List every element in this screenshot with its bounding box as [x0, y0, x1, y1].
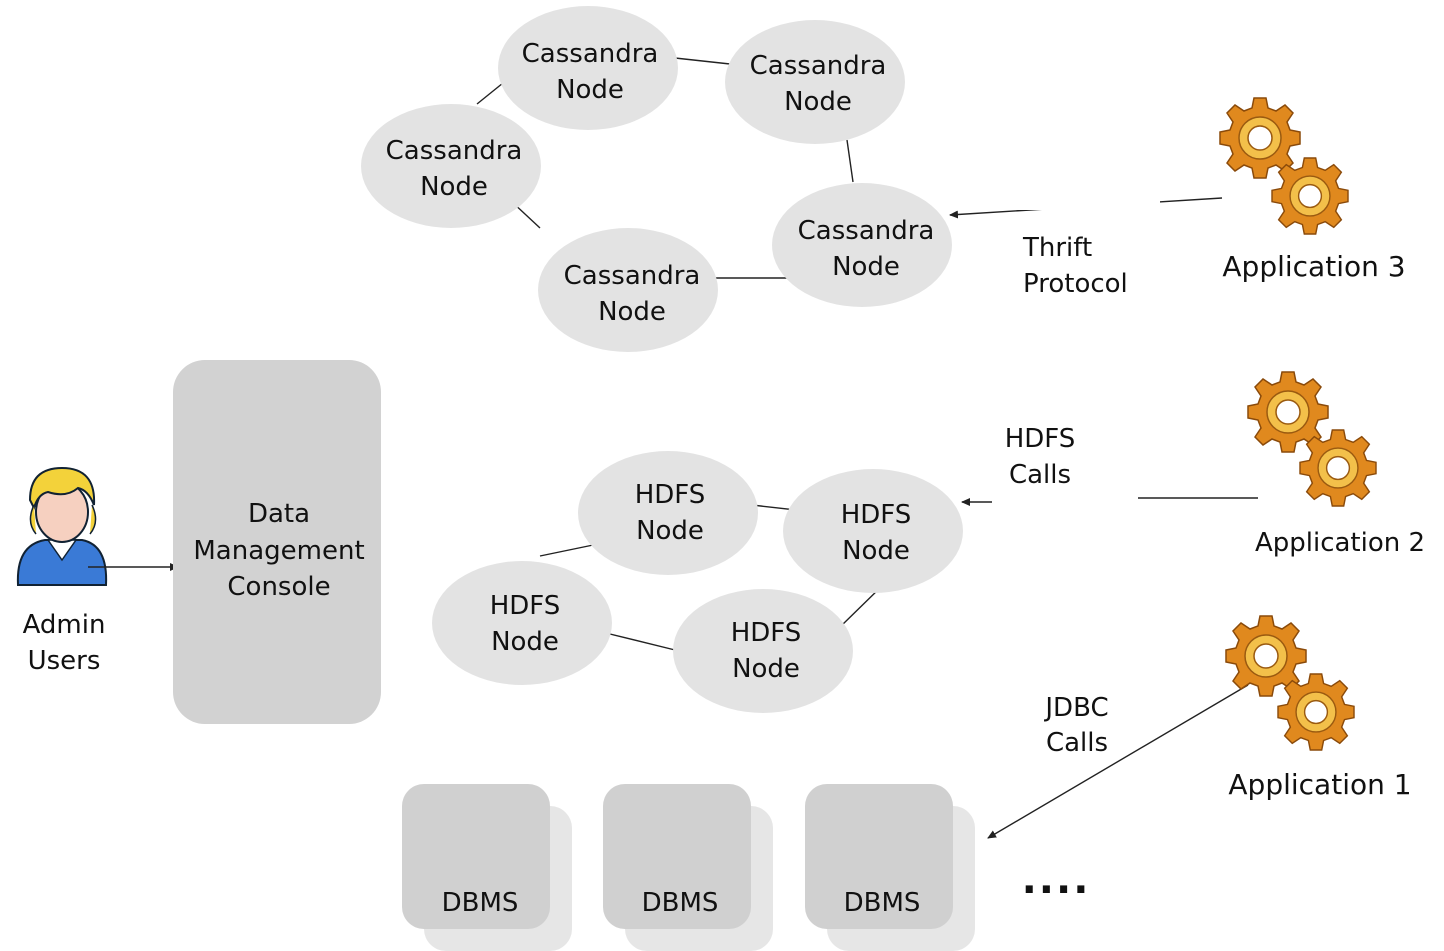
cassandra-node-2-line1: Cassandra: [750, 51, 887, 81]
console-label-line2: Management: [193, 536, 364, 566]
cassandra-node-3-line1: Cassandra: [386, 136, 523, 166]
application-3-gears-icon: [1219, 97, 1349, 235]
cassandra-node-1-line1: Cassandra: [522, 39, 659, 69]
cassandra-node-5-line2: Node: [598, 297, 666, 327]
dbms-stack-2: DBMS: [603, 784, 773, 951]
jdbc-label-line1: JDBC: [1043, 693, 1108, 723]
edge-h1-h3: [539, 543, 599, 557]
dbms-2-label: DBMS: [642, 888, 719, 918]
thrift-arrow-gap: [1010, 196, 1160, 210]
application-3-label: Application 3: [1222, 250, 1405, 283]
cassandra-node-3-line2: Node: [420, 172, 488, 202]
cassandra-node-2-line2: Node: [784, 87, 852, 117]
dbms-3-label: DBMS: [844, 888, 921, 918]
edge-c1-c2: [674, 57, 731, 65]
hdfs-node-2-line2: Node: [842, 536, 910, 566]
hdfs-node-1-line1: HDFS: [635, 480, 706, 510]
edge-c2-c4: [846, 139, 854, 183]
console-label-line1: Data: [248, 499, 310, 529]
hdfs-node-3-line1: HDFS: [490, 591, 561, 621]
cassandra-node-3: Cassandra Node: [361, 104, 541, 228]
application-2-label: Application 2: [1255, 528, 1425, 558]
cassandra-node-4-line1: Cassandra: [798, 216, 935, 246]
console-label-line3: Console: [227, 572, 330, 602]
cassandra-node-5: Cassandra Node: [538, 228, 718, 352]
jdbc-arrow: [987, 684, 1249, 839]
hdfs-node-1: HDFS Node: [578, 451, 758, 575]
cassandra-node-2: Cassandra Node: [725, 20, 905, 144]
hdfs-node-4-line2: Node: [732, 654, 800, 684]
thrift-label-line1: Thrift: [1022, 233, 1092, 263]
hdfs-node-3-line2: Node: [491, 627, 559, 657]
application-1-gears-icon: [1225, 615, 1355, 751]
dbms-stack-1: DBMS: [402, 784, 572, 951]
hdfs-node-2: HDFS Node: [783, 469, 963, 593]
admin-label-line1: Admin: [23, 610, 106, 640]
hdfs-node-3: HDFS Node: [432, 561, 612, 685]
hdfs-node-2-line1: HDFS: [841, 500, 912, 530]
hdfs-node-4-line1: HDFS: [731, 618, 802, 648]
hdfs-calls-label-line2: Calls: [1009, 460, 1071, 490]
jdbc-label-line2: Calls: [1046, 728, 1108, 758]
dbms-stack-3: DBMS: [805, 784, 975, 951]
cassandra-node-1-line2: Node: [556, 75, 624, 105]
cassandra-node-4-line2: Node: [832, 252, 900, 282]
admin-label-line2: Users: [28, 646, 101, 676]
application-2-gears-icon: [1247, 371, 1377, 507]
edge-h3-h4: [609, 633, 676, 651]
hdfs-calls-label-line1: HDFS: [1005, 424, 1076, 454]
edge-c1-c3: [476, 82, 504, 105]
cassandra-node-4: Cassandra Node: [772, 183, 952, 307]
thrift-label-line2: Protocol: [1023, 269, 1128, 299]
dbms-1-label: DBMS: [442, 888, 519, 918]
hdfs-node-1-line2: Node: [636, 516, 704, 546]
cassandra-node-5-line1: Cassandra: [564, 261, 701, 291]
data-management-console: Data Management Console: [173, 360, 381, 724]
application-1-label: Application 1: [1228, 768, 1411, 801]
jdbc-label-backdrop: [1040, 696, 1116, 756]
dbms-ellipsis: ....: [1022, 857, 1091, 903]
cassandra-node-1: Cassandra Node: [498, 6, 678, 130]
admin-user-icon: [16, 466, 108, 586]
hdfs-node-4: HDFS Node: [673, 589, 853, 713]
